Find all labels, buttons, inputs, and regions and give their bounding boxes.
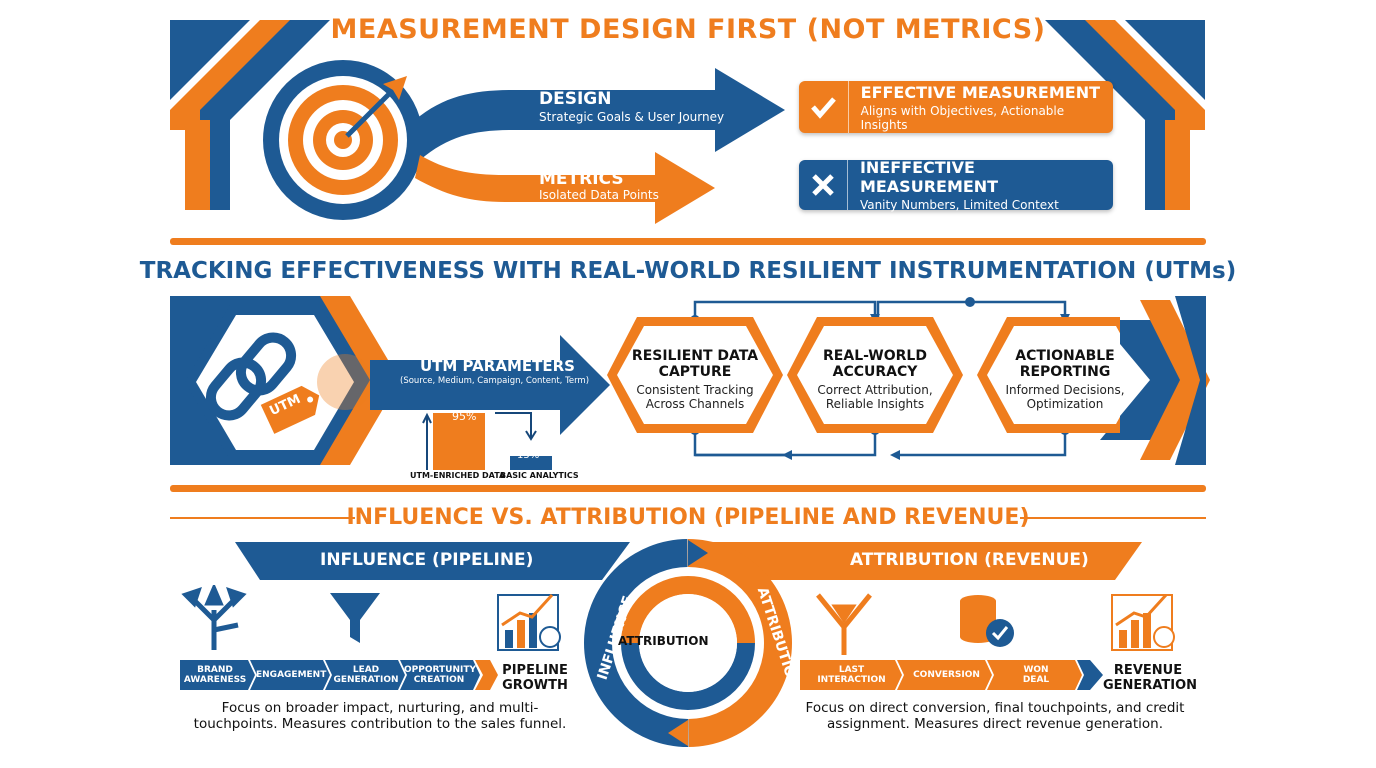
effective-title: EFFECTIVE MEASUREMENT: [860, 82, 1101, 102]
section3-title: INFLUENCE VS. ATTRIBUTION (PIPELINE AND …: [346, 505, 1030, 530]
bar-category-basic: BASIC ANALYTICS: [500, 471, 579, 480]
influence-step-1: BRAND AWARENESS: [183, 665, 247, 685]
attribution-step-1: LAST INTERACTION: [817, 665, 886, 685]
split-arrows-icon: [181, 585, 247, 650]
influence-desc: Focus on broader impact, nurturing, and …: [193, 700, 567, 732]
effective-measurement-box: EFFECTIVE MEASUREMENT Aligns with Object…: [799, 81, 1113, 133]
bar-label-utm: 95%: [452, 410, 477, 423]
section1-title: MEASUREMENT DESIGN FIRST (NOT METRICS): [330, 14, 1046, 45]
check-icon: [799, 81, 849, 133]
hex-inner-0: [617, 326, 773, 424]
bar-1: [510, 456, 552, 470]
growth-chart-icon: [497, 593, 561, 651]
design-label: DESIGN: [539, 89, 612, 109]
hex-resilient-title: RESILIENT DATA CAPTURE: [631, 348, 759, 380]
hex-resilient-sub: Consistent Tracking Across Channels: [636, 383, 754, 411]
influence-step-2: ENGAGEMENT: [256, 670, 327, 680]
hex-inner-2: [987, 326, 1120, 424]
utm-bar-chart: [422, 412, 552, 470]
coins-check-icon: [960, 595, 1014, 647]
bar-category-utm: UTM-ENRICHED DATA: [410, 471, 506, 480]
hex-reporting-title: ACTIONABLE REPORTING: [1015, 348, 1115, 380]
attribution-icons: [816, 593, 1175, 655]
merge-arrows-icon: [816, 593, 872, 655]
x-icon: [799, 160, 848, 210]
ineffective-title: INEFFECTIVE MEASUREMENT: [859, 158, 999, 196]
influence-icons: [181, 585, 561, 651]
utm-sub: (Source, Medium, Campaign, Content, Term…: [400, 376, 590, 386]
hex-reporting-sub: Informed Decisions, Optimization: [1005, 383, 1125, 411]
utm-label: UTM PARAMETERS: [420, 357, 575, 375]
section2-title: TRACKING EFFECTIVENESS WITH REAL-WORLD R…: [139, 258, 1237, 284]
attribution-desc: Focus on direct conversion, final touchp…: [805, 700, 1185, 732]
attribution-steps: LAST INTERACTION CONVERSION WON DEAL: [800, 660, 1105, 690]
attribution-result: REVENUE GENERATION: [1103, 663, 1198, 693]
influence-banner: INFLUENCE (PIPELINE): [320, 550, 534, 570]
funnel-icon: [330, 593, 380, 643]
influence-result: PIPELINE GROWTH: [502, 663, 568, 693]
effective-sub: Aligns with Objectives, Actionable Insig…: [860, 103, 1065, 132]
hex-accuracy: REAL-WORLD ACCURACY Correct Attribution,…: [800, 348, 950, 411]
influence-step-3: LEAD GENERATION: [333, 665, 399, 685]
bar-0: [433, 413, 485, 470]
design-sub: Strategic Goals & User Journey: [539, 110, 725, 124]
metrics-label: METRICS: [539, 169, 624, 189]
ineffective-sub: Vanity Numbers, Limited Context: [859, 198, 1059, 212]
metrics-sub: Isolated Data Points: [539, 188, 659, 202]
hex-flow-graphic: [607, 297, 1120, 460]
attribution-step-3: WON DEAL: [1022, 665, 1050, 685]
influence-attribution-graphic: [235, 539, 1142, 747]
revenue-chart-icon: [1111, 593, 1175, 651]
ineffective-measurement-box: INEFFECTIVE MEASUREMENT Vanity Numbers, …: [799, 158, 1113, 212]
hex-inner-1: [797, 326, 953, 424]
influence-step-4: OPPORTUNITY CREATION: [404, 665, 477, 685]
utm-graphic: [185, 305, 610, 460]
design-metrics-graphic: [263, 60, 785, 224]
hex-resilient: RESILIENT DATA CAPTURE Consistent Tracki…: [620, 348, 770, 411]
hex-accuracy-sub: Correct Attribution, Reliable Insights: [817, 383, 933, 411]
attribution-step-2: CONVERSION: [913, 670, 980, 680]
bar-label-basic: 15%: [517, 450, 540, 461]
cycle-center-label: ATTRIBUTION: [618, 634, 709, 648]
hex-reporting: ACTIONABLE REPORTING Informed Decisions,…: [990, 348, 1140, 411]
influence-steps: BRAND AWARENESS ENGAGEMENT LEAD GENERATI…: [180, 660, 500, 690]
attribution-banner: ATTRIBUTION (REVENUE): [850, 550, 1089, 570]
hex-accuracy-title: REAL-WORLD ACCURACY: [823, 348, 927, 380]
